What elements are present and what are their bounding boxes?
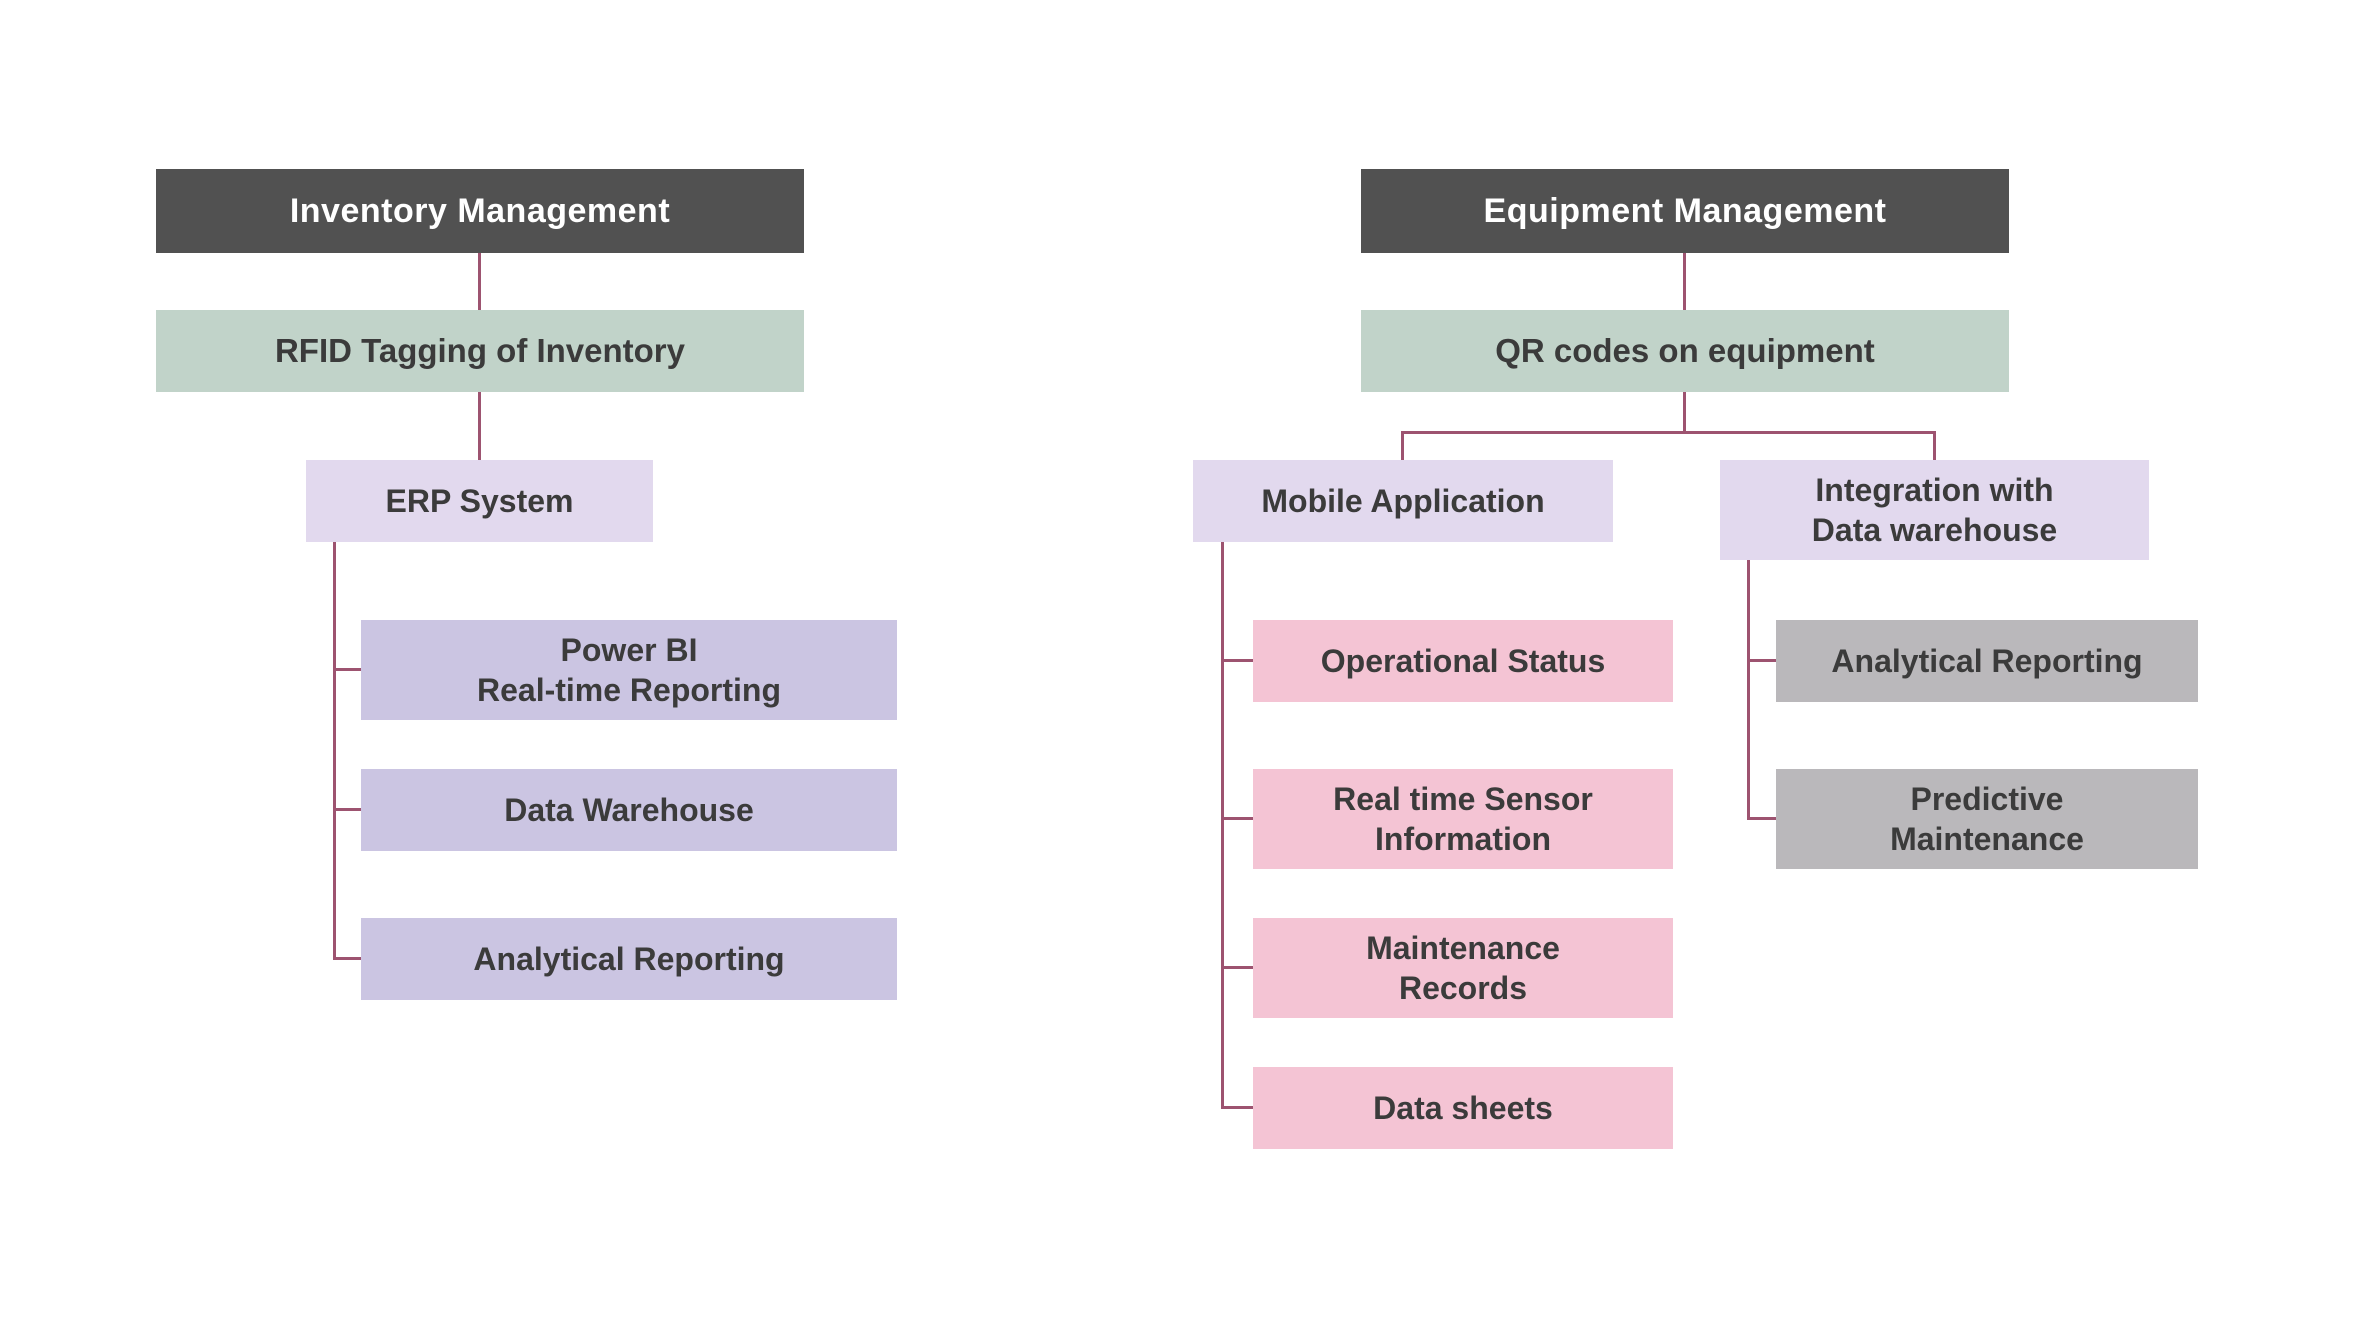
node-qr-codes: QR codes on equipment (1361, 310, 2009, 392)
node-integration-data-warehouse: Integration with Data warehouse (1720, 460, 2149, 560)
connector-mobile-stem (1221, 542, 1224, 1109)
connector-integration-stem (1747, 560, 1750, 820)
node-mobile-application: Mobile Application (1193, 460, 1613, 542)
connector-elbow-maintenance-records (1221, 966, 1253, 969)
connector-rfid-to-erp (478, 392, 481, 460)
connector-elbow-analytical-left (333, 957, 361, 960)
connector-elbow-data-warehouse (333, 808, 361, 811)
connector-drop-mobile (1401, 431, 1404, 460)
node-real-time-sensor-information: Real time Sensor Information (1253, 769, 1673, 869)
node-predictive-maintenance: Predictive Maintenance (1776, 769, 2198, 869)
connector-elbow-predictive-maintenance (1747, 817, 1776, 820)
connector-equipment-to-qr (1683, 253, 1686, 310)
node-analytical-reporting-right: Analytical Reporting (1776, 620, 2198, 702)
node-inventory-management: Inventory Management (156, 169, 804, 253)
connector-elbow-analytical-right (1747, 659, 1776, 662)
connector-erp-stem (333, 542, 336, 960)
node-data-warehouse: Data Warehouse (361, 769, 897, 851)
connector-elbow-operational-status (1221, 659, 1253, 662)
node-power-bi-reporting: Power BI Real-time Reporting (361, 620, 897, 720)
connector-qr-to-branch (1683, 392, 1686, 434)
node-data-sheets: Data sheets (1253, 1067, 1673, 1149)
node-operational-status: Operational Status (1253, 620, 1673, 702)
node-maintenance-records: Maintenance Records (1253, 918, 1673, 1018)
connector-inventory-to-rfid (478, 253, 481, 310)
connector-drop-integration (1933, 431, 1936, 460)
connector-branch-bar (1401, 431, 1936, 434)
node-equipment-management: Equipment Management (1361, 169, 2009, 253)
connector-elbow-sensor-information (1221, 817, 1253, 820)
connector-elbow-power-bi (333, 668, 361, 671)
node-erp-system: ERP System (306, 460, 653, 542)
connector-elbow-data-sheets (1221, 1106, 1253, 1109)
node-rfid-tagging: RFID Tagging of Inventory (156, 310, 804, 392)
node-analytical-reporting-left: Analytical Reporting (361, 918, 897, 1000)
